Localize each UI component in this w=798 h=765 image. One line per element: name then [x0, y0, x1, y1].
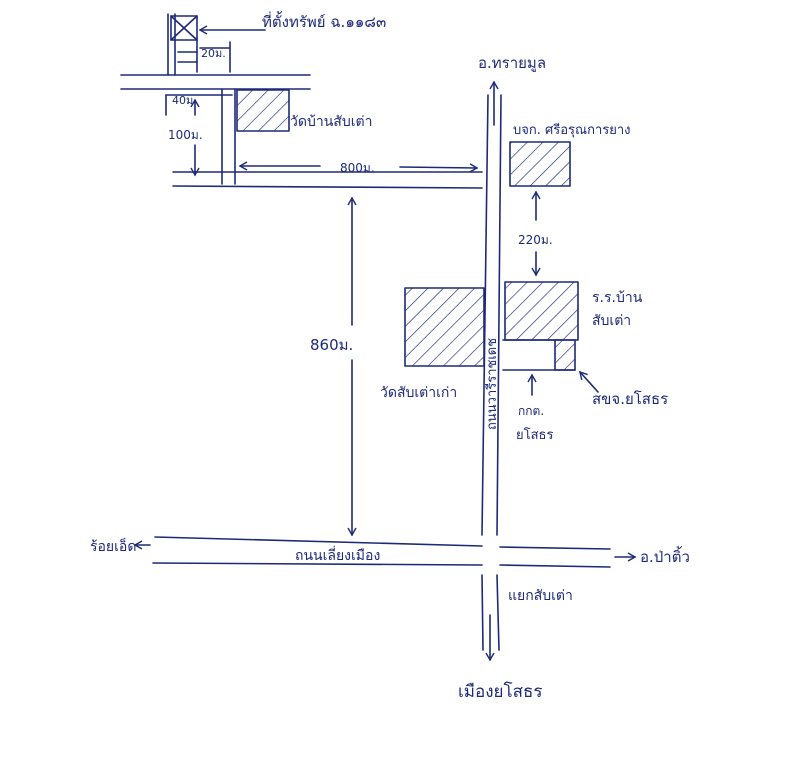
- to-yasothon-label: เมืองยโสธร: [458, 681, 543, 702]
- temple-sap-tao-old-label: วัดสับเต่าเก่า: [380, 385, 457, 401]
- school-block: [504, 281, 579, 341]
- temple-sap-tao-old-block: [404, 287, 485, 367]
- health-pointer: [579, 370, 599, 393]
- property-plot: [170, 15, 266, 73]
- company-label: บจก. ศรีอรุณการยาง: [513, 122, 631, 138]
- temple-ban-sap-tao-block: [236, 89, 290, 132]
- police-label-2: ยโสธร: [516, 427, 553, 443]
- main-road: [481, 80, 502, 662]
- dim-860m-label: 860ม.: [310, 336, 353, 354]
- school-label-1: ร.ร.บ้าน: [592, 290, 643, 306]
- health-center-label: สขจ.ยโสธร: [592, 390, 668, 408]
- health-center-block: [554, 339, 576, 371]
- company-block: [509, 141, 571, 187]
- dim-800m-label: 800ม.: [340, 161, 375, 175]
- junction-label: แยกสับเต่า: [508, 588, 573, 604]
- main-road-name: ถนนวารีราชเดช: [484, 338, 500, 430]
- bypass-road-name: ถนนเลี่ยงเมือง: [295, 546, 380, 564]
- dim-20m-label: 20ม.: [201, 47, 226, 60]
- to-pa-tio-label: อ.ป่าติ้ว: [640, 546, 690, 566]
- dim-220m-label: 220ม.: [518, 233, 553, 247]
- police-label-1: กกต.: [518, 404, 544, 418]
- dim-100m-label: 100ม.: [168, 128, 203, 142]
- temple-ban-sap-tao-label: วัดบ้านสับเต่า: [290, 114, 372, 130]
- dim-800m-right: [399, 163, 479, 173]
- to-roi-et-label: ร้อยเอ็ด: [90, 537, 136, 555]
- to-sai-mun-label: อ.ทรายมูล: [478, 54, 546, 72]
- dim-40m-label: 40ม.: [172, 94, 197, 107]
- upper-road: [120, 13, 483, 189]
- property-label: ที่ตั้งทรัพย์ ฉ.๑๑๘๓: [262, 11, 386, 31]
- bypass-road: [133, 536, 637, 568]
- school-label-2: สับเต่า: [592, 313, 631, 329]
